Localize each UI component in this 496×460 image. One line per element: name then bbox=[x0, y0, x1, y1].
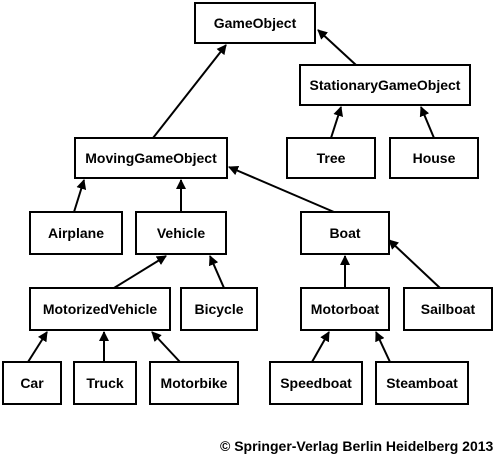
arrow-bicycle-to-vehicle bbox=[209, 255, 225, 289]
node-sailboat: Sailboat bbox=[403, 287, 493, 331]
node-car: Car bbox=[2, 361, 62, 405]
node-label-motorbike: Motorbike bbox=[161, 375, 228, 391]
node-tree: Tree bbox=[286, 137, 376, 179]
node-bicycle: Bicycle bbox=[180, 287, 258, 331]
arrow-speedboat-to-motorboat bbox=[311, 331, 330, 363]
copyright-notice: © Springer-Verlag Berlin Heidelberg 2013 bbox=[220, 438, 494, 454]
class-nodes: GameObject StationaryGameObject MovingGa… bbox=[2, 2, 493, 405]
node-label-car: Car bbox=[20, 375, 44, 391]
arrow-motorbike-to-motorizedvehicle bbox=[151, 331, 181, 363]
node-label-bicycle: Bicycle bbox=[194, 301, 243, 317]
arrow-steamboat-to-motorboat bbox=[375, 331, 391, 363]
arrow-car-to-motorizedvehicle bbox=[27, 331, 48, 363]
node-speedboat: Speedboat bbox=[269, 361, 363, 405]
node-label-motorizedvehicle: MotorizedVehicle bbox=[43, 301, 158, 317]
arrow-airplane-to-movinggameobject bbox=[73, 179, 87, 213]
arrow-tree-to-stationarygameobject bbox=[330, 106, 343, 139]
arrow-boat-to-movinggameobject bbox=[228, 165, 335, 213]
node-label-house: House bbox=[413, 150, 456, 166]
inheritance-arrows bbox=[27, 29, 441, 363]
node-label-sailboat: Sailboat bbox=[421, 301, 476, 317]
node-boat: Boat bbox=[300, 211, 390, 255]
node-stationarygameobject: StationaryGameObject bbox=[299, 64, 471, 106]
node-house: House bbox=[389, 137, 479, 179]
node-motorboat: Motorboat bbox=[300, 287, 390, 331]
node-label-airplane: Airplane bbox=[48, 225, 104, 241]
node-movinggameobject: MovingGameObject bbox=[74, 137, 228, 179]
arrow-movinggameobject-to-gameobject bbox=[152, 44, 227, 139]
node-motorizedvehicle: MotorizedVehicle bbox=[29, 287, 171, 331]
node-label-vehicle: Vehicle bbox=[157, 225, 205, 241]
node-label-movinggameobject: MovingGameObject bbox=[85, 150, 217, 166]
node-label-steamboat: Steamboat bbox=[386, 375, 458, 391]
arrow-stationarygameobject-to-gameobject bbox=[317, 29, 357, 66]
arrow-house-to-stationarygameobject bbox=[419, 106, 435, 139]
node-label-boat: Boat bbox=[329, 225, 360, 241]
node-steamboat: Steamboat bbox=[375, 361, 469, 405]
node-label-truck: Truck bbox=[86, 375, 124, 391]
node-label-motorboat: Motorboat bbox=[311, 301, 380, 317]
node-label-stationarygameobject: StationaryGameObject bbox=[310, 77, 461, 93]
node-label-tree: Tree bbox=[317, 150, 346, 166]
node-gameobject: GameObject bbox=[194, 2, 316, 44]
node-motorbike: Motorbike bbox=[149, 361, 239, 405]
node-truck: Truck bbox=[73, 361, 137, 405]
arrow-motorizedvehicle-to-vehicle bbox=[113, 255, 167, 289]
node-airplane: Airplane bbox=[29, 211, 123, 255]
node-vehicle: Vehicle bbox=[135, 211, 227, 255]
node-label-speedboat: Speedboat bbox=[280, 375, 352, 391]
arrow-sailboat-to-boat bbox=[388, 239, 441, 289]
node-label-gameobject: GameObject bbox=[214, 15, 297, 31]
